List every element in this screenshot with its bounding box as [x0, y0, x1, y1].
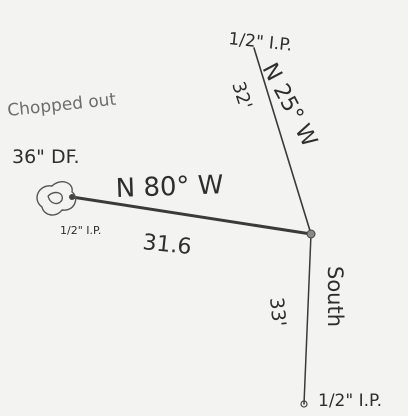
label-pipe-top: 1/2" I.P.: [227, 29, 293, 56]
line-south: [303, 233, 312, 405]
distance-northwest: 32': [227, 79, 256, 112]
corner-point: [306, 229, 316, 239]
label-pipe-left: 1/2" I.P.: [60, 224, 101, 237]
stump-scribble: [36, 181, 77, 216]
label-pipe-bottom: 1/2" I.P.: [318, 391, 382, 411]
line-northwest: [253, 47, 312, 235]
bearing-west: N 80° W: [115, 170, 224, 204]
survey-lines: [70, 47, 313, 405]
pipe-point-bottom: [300, 400, 308, 408]
bearing-northwest: N 25° W: [257, 59, 322, 151]
bearing-south: South: [323, 266, 347, 327]
note-chopped-out: Chopped out: [6, 90, 117, 121]
distance-west: 31.6: [141, 230, 192, 260]
note-tree: 36" DF.: [12, 146, 80, 168]
line-west: [70, 195, 313, 236]
pipe-point-left: [69, 194, 75, 200]
distance-south: 33': [265, 296, 290, 328]
